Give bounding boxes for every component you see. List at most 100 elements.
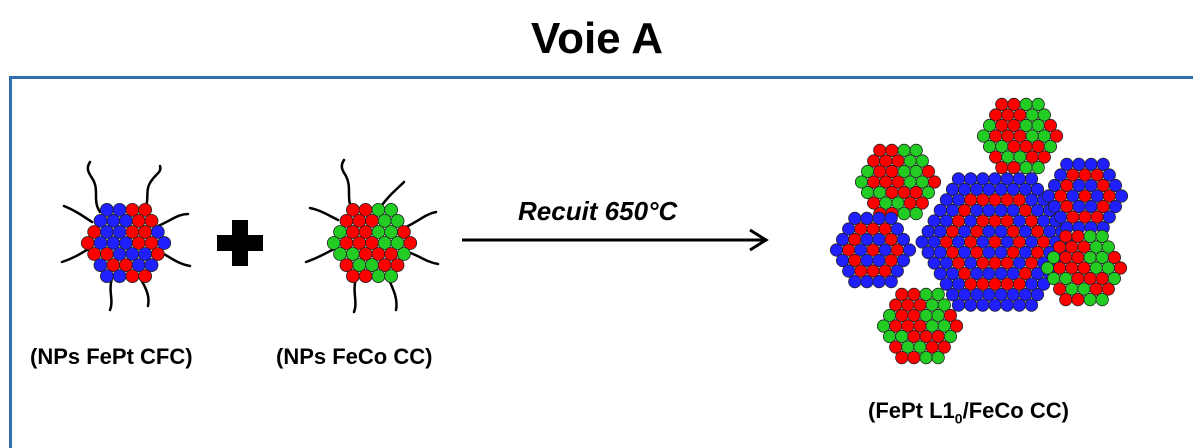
atom bbox=[931, 350, 945, 365]
atom bbox=[144, 258, 159, 273]
atom bbox=[884, 211, 898, 225]
atom bbox=[1031, 97, 1045, 112]
ligands-feco bbox=[304, 158, 440, 314]
feco-grain-bottom bbox=[876, 287, 964, 365]
atom bbox=[860, 274, 874, 289]
atom bbox=[1102, 210, 1116, 224]
fept-label: (NPs FePt CFC) bbox=[30, 344, 193, 369]
atom bbox=[384, 269, 399, 284]
atom bbox=[915, 196, 929, 210]
atom bbox=[1107, 271, 1122, 286]
feco-label: (NPs FeCo CC) bbox=[276, 344, 433, 369]
atom bbox=[1101, 240, 1115, 254]
atom bbox=[890, 264, 904, 278]
atom bbox=[138, 202, 153, 217]
atom bbox=[909, 207, 923, 221]
atom bbox=[931, 287, 945, 301]
atom bbox=[1101, 282, 1115, 296]
atom bbox=[384, 202, 399, 217]
atom bbox=[976, 298, 990, 312]
atom bbox=[921, 164, 936, 179]
feco-grain-right bbox=[1040, 229, 1128, 307]
atom bbox=[964, 298, 978, 312]
atom bbox=[1049, 129, 1064, 143]
atom bbox=[896, 232, 911, 247]
atom bbox=[150, 225, 165, 239]
atom bbox=[1114, 189, 1129, 203]
atom bbox=[1071, 292, 1085, 307]
atom bbox=[919, 350, 933, 365]
atom bbox=[1012, 298, 1026, 312]
atom bbox=[112, 269, 127, 284]
atom bbox=[1083, 292, 1097, 307]
fept-grain-left bbox=[829, 211, 917, 289]
atom bbox=[1037, 108, 1051, 122]
atom bbox=[1030, 182, 1045, 196]
atom bbox=[848, 274, 862, 289]
annealing-label: Recuit 650°C bbox=[518, 196, 678, 226]
atom bbox=[1037, 150, 1051, 164]
atom bbox=[345, 269, 360, 284]
atom bbox=[921, 185, 936, 200]
atom bbox=[949, 319, 964, 333]
atom bbox=[1095, 292, 1109, 307]
arrow-icon bbox=[462, 228, 769, 252]
fept-nanoparticle bbox=[80, 202, 172, 284]
atom bbox=[403, 236, 418, 250]
diagram-frame bbox=[9, 76, 1193, 448]
atom bbox=[1107, 250, 1122, 265]
atom bbox=[872, 274, 886, 289]
feco-grain-topleft bbox=[854, 143, 942, 221]
atom bbox=[895, 350, 909, 365]
feco-nanoparticle bbox=[326, 202, 418, 284]
atom bbox=[995, 161, 1009, 175]
atom bbox=[150, 247, 165, 261]
atom bbox=[396, 225, 411, 239]
atom bbox=[1095, 229, 1109, 243]
atom bbox=[1096, 157, 1110, 171]
atom bbox=[390, 258, 405, 273]
atom bbox=[1102, 168, 1116, 182]
atom bbox=[902, 243, 917, 257]
result-label: (FePt L10/FeCo CC) bbox=[868, 398, 1069, 426]
atom bbox=[890, 222, 904, 236]
atom bbox=[1024, 298, 1039, 312]
result-label-prefix: (FePt L1 bbox=[868, 398, 955, 423]
atom bbox=[915, 154, 929, 168]
atom bbox=[1019, 161, 1033, 175]
result-label-subscript: 0 bbox=[954, 410, 963, 427]
atom bbox=[1059, 292, 1073, 307]
atom bbox=[1108, 199, 1123, 214]
atom bbox=[371, 269, 386, 284]
atom bbox=[896, 253, 911, 268]
atom bbox=[138, 269, 153, 284]
atom bbox=[1037, 277, 1051, 291]
atom bbox=[1024, 172, 1039, 186]
atom bbox=[1007, 161, 1021, 175]
atom bbox=[1043, 118, 1058, 133]
atom bbox=[1043, 139, 1058, 154]
atom bbox=[1030, 287, 1045, 302]
diagram-title: Voie A bbox=[530, 14, 664, 63]
atom bbox=[897, 207, 911, 221]
fept-grain-center bbox=[915, 172, 1075, 312]
feco-grain-top bbox=[976, 97, 1064, 175]
result-label-suffix: /FeCo CC) bbox=[962, 398, 1069, 423]
atom bbox=[358, 269, 373, 284]
atom bbox=[125, 269, 140, 284]
atom bbox=[927, 175, 942, 189]
atom bbox=[988, 298, 1002, 312]
atom bbox=[1031, 161, 1045, 175]
atom bbox=[1108, 178, 1123, 193]
atom bbox=[157, 236, 172, 250]
atom bbox=[1000, 298, 1014, 312]
plus-icon bbox=[217, 220, 263, 266]
atom bbox=[1113, 261, 1128, 275]
atom bbox=[390, 213, 405, 228]
atom bbox=[937, 340, 951, 354]
atom bbox=[100, 269, 114, 284]
atom bbox=[951, 298, 966, 312]
atom bbox=[907, 350, 921, 365]
atom bbox=[943, 308, 958, 323]
